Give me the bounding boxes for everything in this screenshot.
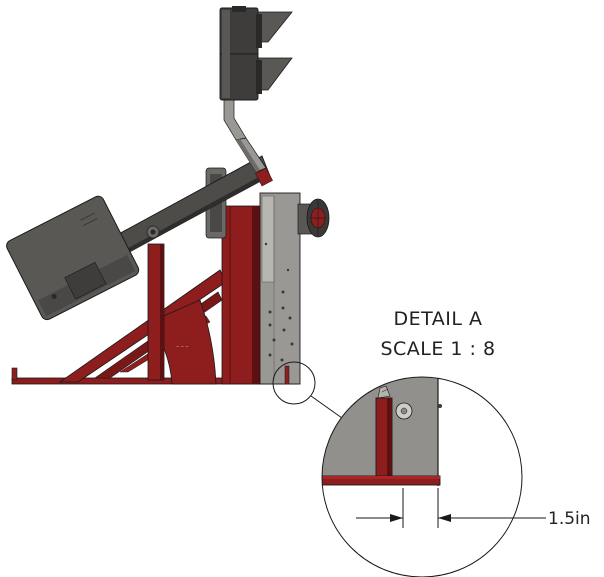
quadrant-label: ~ ~ ~ — [176, 344, 189, 349]
panel-pin — [284, 365, 290, 385]
signal-visor-bottom — [257, 57, 293, 91]
detail-circle-border — [321, 376, 523, 577]
ground-tab — [11, 367, 18, 381]
detail-leader-line — [310, 395, 343, 419]
arm-support-post-shade — [160, 244, 164, 380]
detail-callout-circle — [272, 361, 316, 405]
left-housing — [6, 195, 140, 321]
side-wheel — [297, 198, 330, 238]
panel-holes — [264, 242, 294, 362]
signal-visor-top — [257, 11, 293, 43]
signal-pole — [223, 95, 267, 173]
machine-side-view: ~ ~ ~ — [6, 6, 343, 419]
arm-end-cap — [255, 167, 273, 187]
dimension-value: 1.5in — [548, 509, 591, 529]
dimension-annotation — [356, 488, 546, 528]
detail-bolt-hole — [438, 404, 442, 408]
main-column-shade — [252, 206, 262, 384]
arm-pivot-center — [150, 229, 156, 235]
detail-view: 1.5in — [321, 376, 591, 577]
signal-head — [219, 6, 293, 101]
detail-pin — [377, 385, 391, 399]
tilt-arm-shade — [110, 172, 270, 262]
gray-panel-inset — [261, 195, 275, 283]
detail-title: DETAIL A — [394, 308, 483, 330]
detail-scale: SCALE 1 : 8 — [380, 338, 495, 360]
